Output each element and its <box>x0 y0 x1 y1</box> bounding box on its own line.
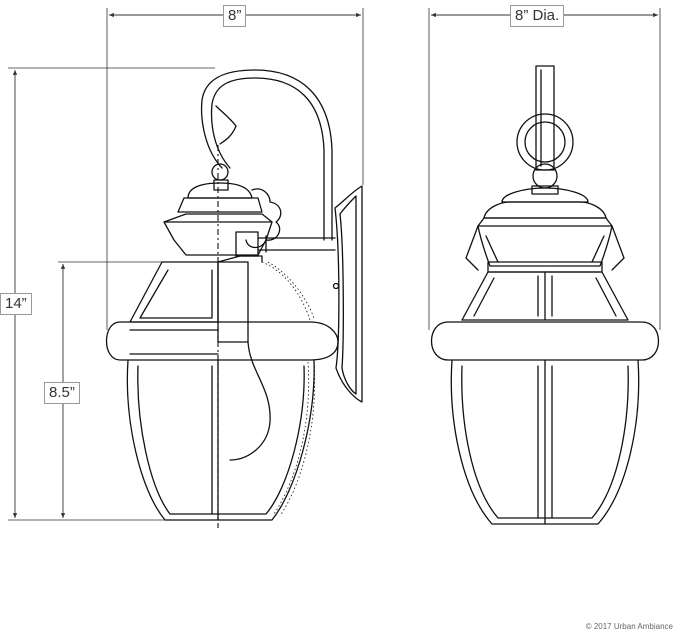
lantern-front-view <box>430 65 660 525</box>
copyright-notice: © 2017 Urban Ambiance <box>585 622 673 631</box>
side-width-label: 8” <box>223 5 247 27</box>
front-diameter-label: 8” Dia. <box>510 5 565 27</box>
lantern-side-view <box>106 69 363 528</box>
body-height-label: 8.5” <box>44 382 80 404</box>
total-height-label: 14” <box>0 293 32 315</box>
dimension-lines <box>8 8 661 521</box>
